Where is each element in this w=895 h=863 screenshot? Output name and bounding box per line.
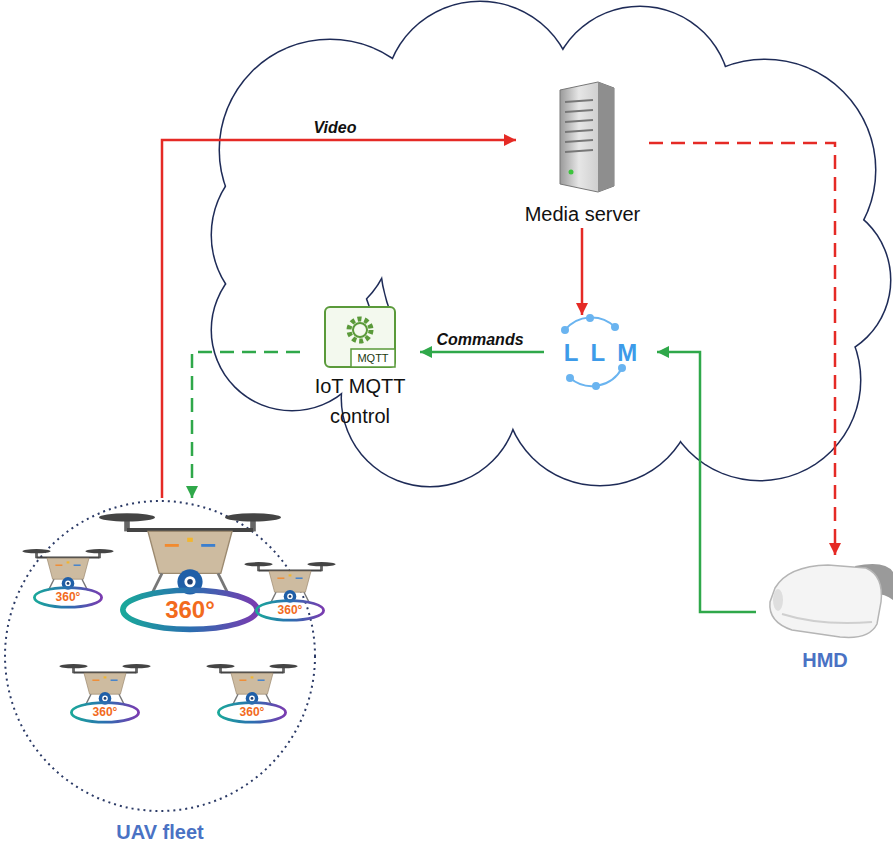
drone bbox=[60, 664, 151, 722]
edge-label: Commands bbox=[433, 331, 526, 349]
fleet-node: UAV fleet bbox=[1, 498, 319, 850]
node-text: HMD bbox=[756, 649, 894, 672]
server-icon bbox=[560, 82, 614, 192]
hmd-icon bbox=[770, 564, 893, 637]
drone-label: 360° bbox=[93, 706, 118, 718]
drone bbox=[245, 562, 336, 620]
drone bbox=[23, 549, 114, 607]
drone-label: 360° bbox=[165, 598, 215, 622]
drone bbox=[99, 513, 281, 629]
connector bbox=[420, 351, 544, 354]
node-text: UAV fleet bbox=[1, 821, 319, 844]
fleet-circle bbox=[5, 501, 315, 811]
connector bbox=[192, 352, 300, 498]
node-text: LLM bbox=[544, 315, 657, 390]
mqtt-icon bbox=[325, 307, 395, 367]
connector bbox=[657, 352, 756, 612]
drone-label: 360° bbox=[278, 604, 303, 616]
drone-label: 360° bbox=[240, 706, 265, 718]
tag-text: MQTT bbox=[351, 349, 395, 367]
drone-label: 360° bbox=[56, 591, 81, 603]
hmd-node: HMD bbox=[756, 555, 894, 680]
mqtt-node: MQTT IoT MQTT control bbox=[300, 303, 420, 433]
node-text: IoT MQTT control bbox=[300, 371, 420, 431]
drone bbox=[207, 664, 298, 722]
llm-node: LLM bbox=[544, 315, 657, 390]
connector bbox=[162, 140, 516, 498]
server-node: Media server bbox=[516, 78, 649, 228]
node-text: Media server bbox=[516, 203, 649, 226]
connector bbox=[581, 228, 584, 315]
connector bbox=[649, 143, 835, 555]
edge-label: Video bbox=[311, 119, 360, 137]
